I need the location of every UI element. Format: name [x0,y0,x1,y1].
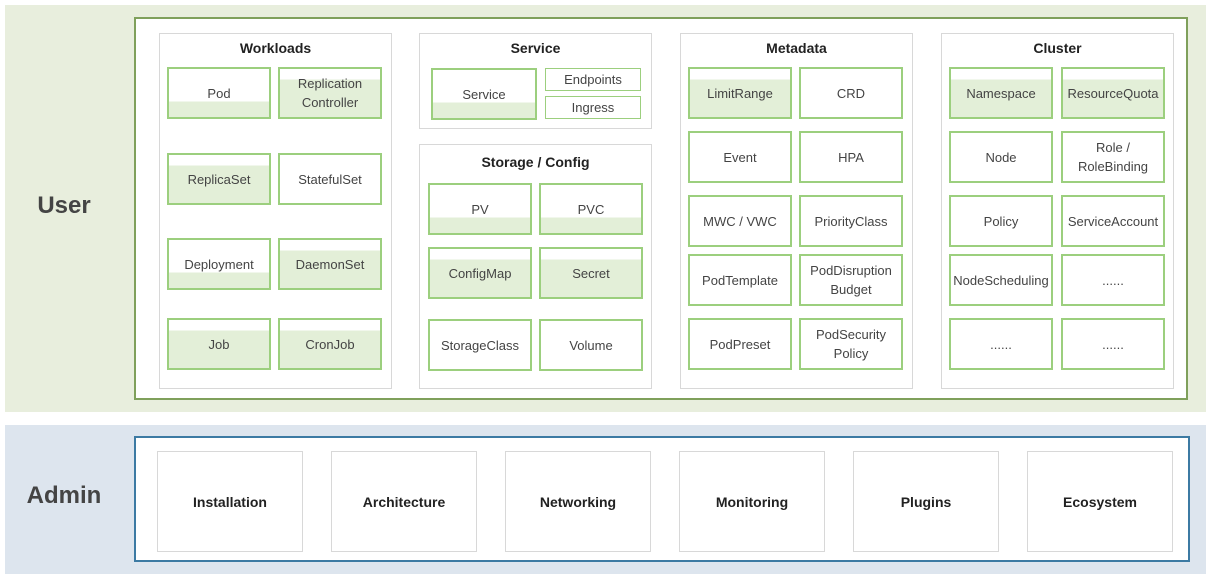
admin-installation[interactable]: Installation [157,451,303,552]
cluster-serviceaccount[interactable]: ServiceAccount [1061,195,1165,247]
cluster-more-1[interactable]: ...... [1061,254,1165,306]
service-endpoints[interactable]: Endpoints [545,68,641,91]
admin-architecture[interactable]: Architecture [331,451,477,552]
cluster-title: Cluster [1033,40,1082,56]
storage-pv[interactable]: PV [428,183,532,235]
service-title: Service [510,40,561,56]
admin-monitoring[interactable]: Monitoring [679,451,825,552]
storage-storageclass[interactable]: StorageClass [428,319,532,371]
metadata-crd[interactable]: CRD [799,67,903,119]
metadata-podtemplate[interactable]: PodTemplate [688,254,792,306]
user-band-label: User [37,192,91,219]
storage-config-title: Storage / Config [481,154,590,170]
workloads-title: Workloads [239,40,312,56]
cluster-more-3[interactable]: ...... [1061,318,1165,370]
metadata-hpa[interactable]: HPA [799,131,903,183]
admin-plugins[interactable]: Plugins [853,451,999,552]
metadata-podpreset[interactable]: PodPreset [688,318,792,370]
admin-networking[interactable]: Networking [505,451,651,552]
storage-secret[interactable]: Secret [539,247,643,299]
cluster-role-rolebinding[interactable]: Role / RoleBinding [1061,131,1165,183]
metadata-title: Metadata [766,40,827,56]
workload-pod[interactable]: Pod [167,67,271,119]
storage-pvc[interactable]: PVC [539,183,643,235]
storage-volume[interactable]: Volume [539,319,643,371]
workload-replication-controller[interactable]: Replication Controller [278,67,382,119]
service-ingress[interactable]: Ingress [545,96,641,119]
workload-cronjob[interactable]: CronJob [278,318,382,370]
workload-deployment[interactable]: Deployment [167,238,271,290]
cluster-resourcequota[interactable]: ResourceQuota [1061,67,1165,119]
cluster-policy[interactable]: Policy [949,195,1053,247]
admin-frame [134,436,1190,562]
metadata-limitrange[interactable]: LimitRange [688,67,792,119]
workload-statefulset[interactable]: StatefulSet [278,153,382,205]
workload-replicaset[interactable]: ReplicaSet [167,153,271,205]
metadata-mwc-vwc[interactable]: MWC / VWC [688,195,792,247]
cluster-more-2[interactable]: ...... [949,318,1053,370]
cluster-node[interactable]: Node [949,131,1053,183]
admin-band-label: Admin [26,482,102,509]
metadata-podsecurity-policy[interactable]: PodSecurity Policy [799,318,903,370]
workload-job[interactable]: Job [167,318,271,370]
metadata-poddisruption-budget[interactable]: PodDisruption Budget [799,254,903,306]
cluster-nodescheduling[interactable]: NodeScheduling [949,254,1053,306]
workload-daemonset[interactable]: DaemonSet [278,238,382,290]
metadata-priorityclass[interactable]: PriorityClass [799,195,903,247]
storage-configmap[interactable]: ConfigMap [428,247,532,299]
metadata-event[interactable]: Event [688,131,792,183]
admin-ecosystem[interactable]: Ecosystem [1027,451,1173,552]
service-service[interactable]: Service [431,68,537,120]
cluster-namespace[interactable]: Namespace [949,67,1053,119]
